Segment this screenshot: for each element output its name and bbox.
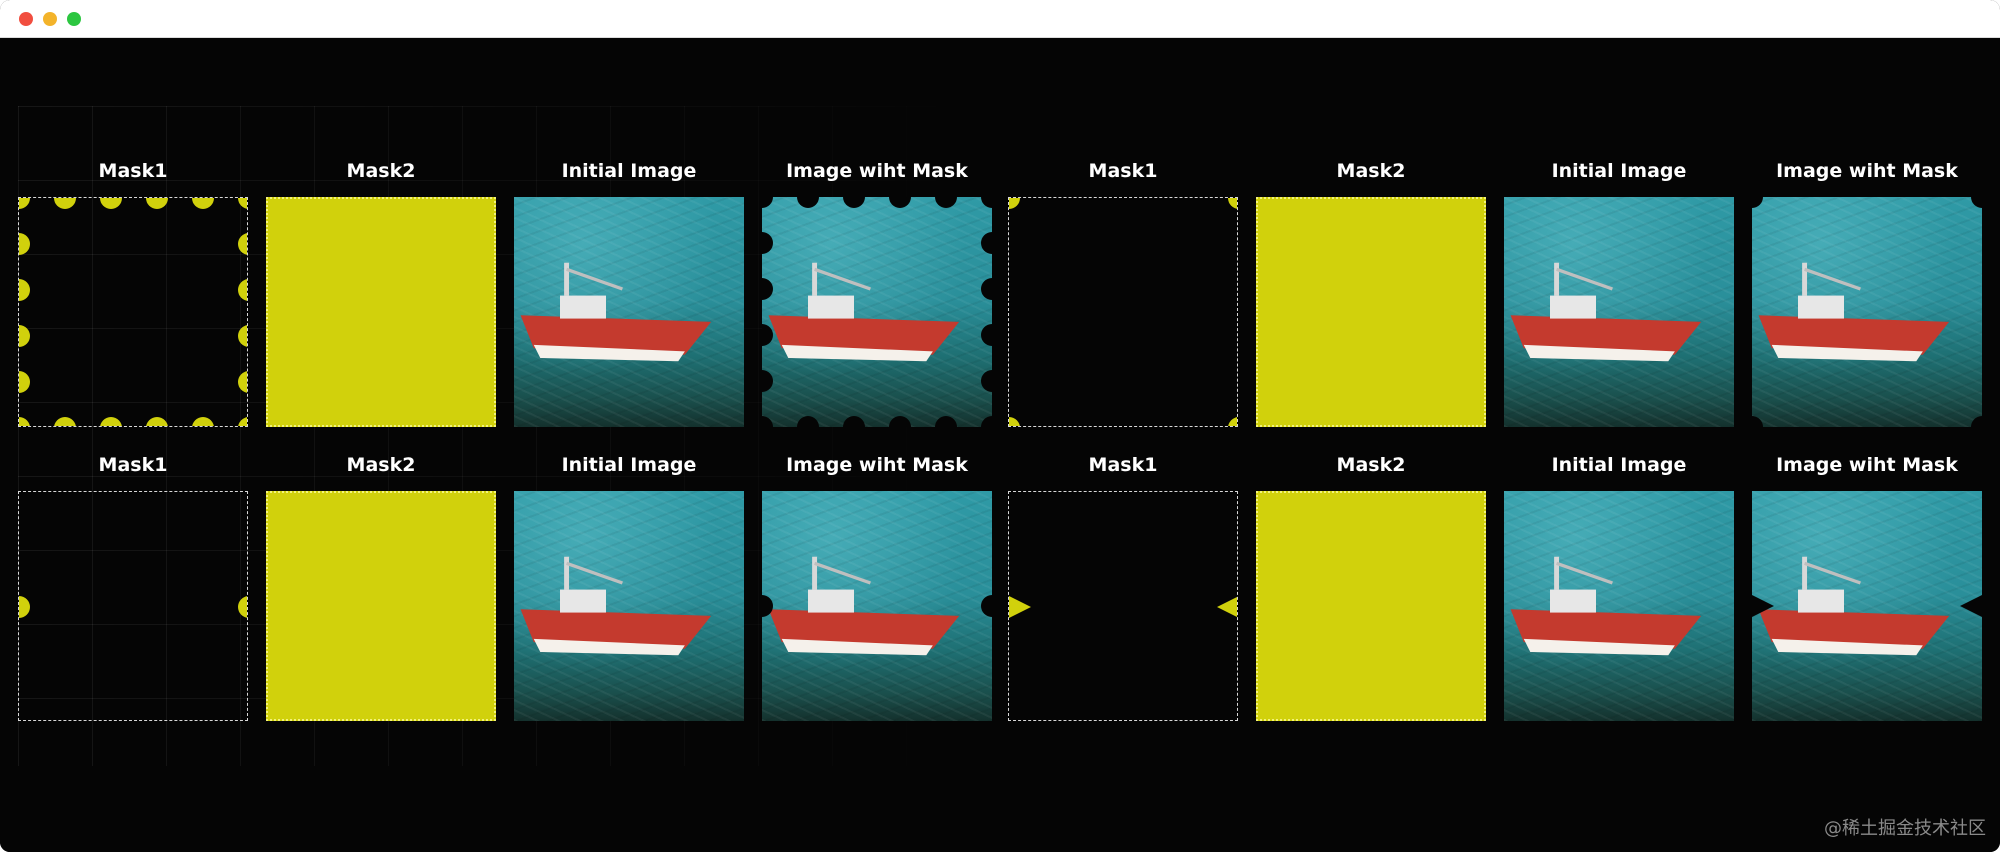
boat-icon [1758,262,1950,362]
boat-on-water-image [514,197,744,427]
boat-icon [1510,262,1702,362]
boat-icon [1758,556,1950,656]
masked-boat-image [762,491,992,721]
mask1-label: Mask1 [1088,160,1158,182]
scalloped-cutouts [762,197,992,427]
side-triangles-shape [1009,596,1237,618]
masked-image-label: Image wiht Mask [1776,160,1958,182]
minimize-window-button[interactable] [43,12,57,26]
initial-image-label: Initial Image [1551,160,1687,182]
corner-dots-shape [1009,198,1237,426]
mask1-label: Mask1 [98,160,168,182]
initial-image-label: Initial Image [561,160,697,182]
masked-image-label: Image wiht Mask [786,160,968,182]
boat-icon [520,556,712,656]
zoom-window-button[interactable] [67,12,81,26]
masked-boat-image [1752,491,1982,721]
close-window-button[interactable] [19,12,33,26]
mask1-label: Mask1 [1088,454,1158,476]
side-semicircles-shape [19,596,247,618]
mask2-label: Mask2 [346,454,416,476]
boat-on-water-image [1504,491,1734,721]
boat-icon [1510,556,1702,656]
mask1-label: Mask1 [98,454,168,476]
scalloped-dots-shape [19,198,247,426]
initial-image-label: Initial Image [561,454,697,476]
boat-icon [768,262,960,362]
masked-boat-image [1752,197,1982,427]
demo-canvas: Mask1 Mask2 Initial Image [0,38,2000,852]
mask1-scalloped-preview [18,197,248,427]
mask2-label: Mask2 [1336,160,1406,182]
side-semicircle-cutouts [762,595,992,617]
mask2-solid-preview [1256,197,1486,427]
boat-icon [520,262,712,362]
corner-cutouts [1752,197,1982,427]
mask1-corner-preview [1008,197,1238,427]
mask2-solid-preview [266,197,496,427]
mask2-label: Mask2 [1336,454,1406,476]
mask2-solid-preview [266,491,496,721]
mask2-label: Mask2 [346,160,416,182]
boat-on-water-image [514,491,744,721]
masked-image-label: Image wiht Mask [1776,454,1958,476]
masked-image-label: Image wiht Mask [786,454,968,476]
boat-on-water-image [1504,197,1734,427]
mask1-side-triangle-preview [1008,491,1238,721]
side-triangle-cutouts [1752,595,1982,617]
watermark-text: @稀土掘金技术社区 [1824,818,1986,839]
masked-boat-image [762,197,992,427]
initial-image-label: Initial Image [1551,454,1687,476]
mask2-solid-preview [1256,491,1486,721]
title-bar [0,0,2000,38]
mask1-side-semicircle-preview [18,491,248,721]
boat-icon [768,556,960,656]
